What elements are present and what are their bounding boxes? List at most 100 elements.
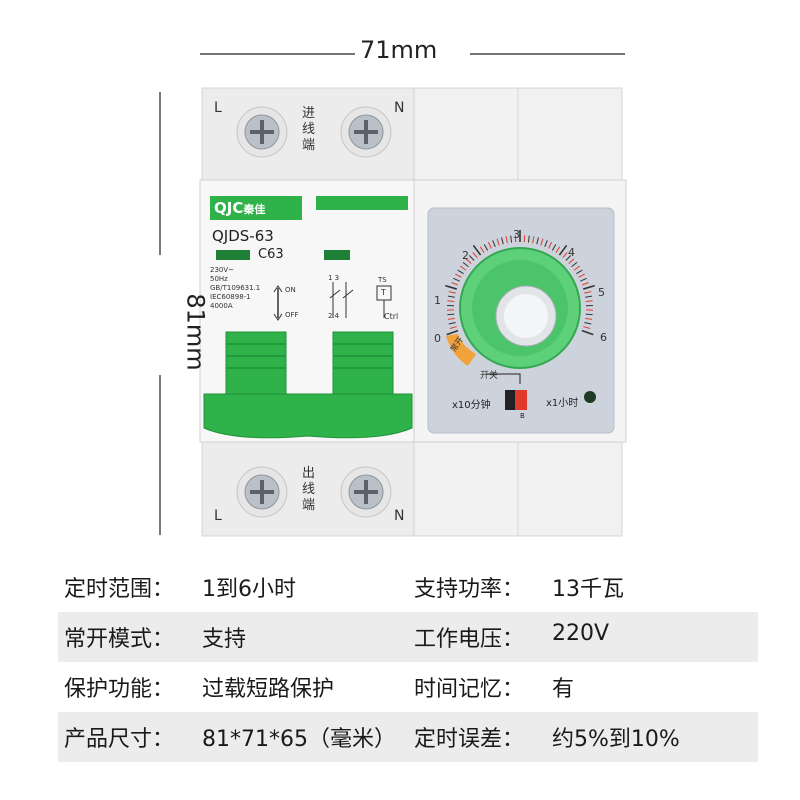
dial-tick — [584, 291, 592, 294]
dial-number-5: 5 — [598, 286, 605, 299]
dimension-height-label: 81mm — [181, 293, 210, 371]
dial-tick — [462, 262, 469, 268]
spec-key: 工作电压： — [414, 627, 525, 652]
timer-dial-knob[interactable] — [459, 247, 581, 369]
dial-tick — [573, 265, 581, 271]
mode-left-label: x10分钟 — [452, 400, 491, 411]
terminal-label-N-bottom: N — [394, 508, 405, 524]
dial-number-0: 0 — [434, 332, 441, 345]
terminal-label-N-top: N — [394, 100, 405, 116]
spec-value: 81*71*65（毫米） — [202, 727, 396, 752]
dial-tick — [548, 241, 553, 249]
spec-key: 定时范围： — [64, 577, 175, 602]
spec-key: 产品尺寸： — [64, 727, 175, 752]
dial-tick — [532, 236, 535, 244]
spec-row: 定时范围：1到6小时 支持功率：13千瓦 — [58, 562, 758, 612]
schematic-ctrl-label: Ctrl — [384, 312, 399, 321]
dial-scale — [445, 230, 595, 336]
dial-tick — [448, 291, 456, 294]
dial-tick — [576, 269, 583, 275]
dial-number-1: 1 — [434, 294, 441, 307]
dial-number-6: 6 — [600, 331, 607, 344]
spec-key: 时间记忆： — [414, 677, 525, 702]
dial-tick — [581, 329, 594, 336]
dial-tick — [447, 313, 455, 316]
dial-tick — [465, 258, 472, 264]
outgoing-terminal-label: 出线端 — [302, 466, 316, 513]
dial-tick — [551, 244, 557, 251]
toggle-handle-right[interactable] — [332, 331, 394, 395]
rating-label: C63 — [258, 247, 284, 262]
dial-tick — [536, 237, 539, 245]
spec-row: 保护功能： 过载短路保护 时间记忆： 有 — [58, 662, 758, 712]
terminal-label-L-bottom: L — [214, 508, 222, 524]
dial-tick — [483, 244, 489, 251]
dial-tick — [447, 295, 455, 298]
circuit-schematic — [273, 282, 392, 321]
schematic-ts-label: TS — [378, 276, 387, 284]
incoming-terminal-label: 进线端 — [302, 106, 316, 153]
terminal-label-L-top: L — [214, 100, 222, 116]
spec-row: 常开模式：支持 工作电压：220V — [58, 612, 758, 662]
switch-label: 开关 — [480, 371, 499, 381]
spec-key: 保护功能： — [64, 677, 175, 702]
spec-value: 1到6小时 — [202, 577, 296, 602]
dial-tick — [453, 277, 460, 282]
dial-tick — [505, 236, 508, 244]
dial-tick — [451, 282, 459, 286]
toggle-handle-left[interactable] — [225, 331, 287, 395]
dial-tick — [510, 235, 513, 243]
dial-tick — [555, 246, 561, 253]
dial-tick — [501, 237, 504, 245]
schematic-bottom-label: 2 4 — [328, 312, 340, 320]
screw-bottom-left — [236, 466, 288, 518]
dial-tick — [487, 241, 492, 249]
spec-value: 有 — [552, 677, 575, 702]
dial-tick — [455, 273, 462, 278]
dial-tick — [578, 273, 585, 278]
dimension-width-label: 71mm — [360, 36, 438, 64]
green-strip — [316, 196, 408, 210]
dial-tick — [583, 326, 591, 330]
dial-tick — [479, 246, 485, 253]
indicator-window-right — [324, 250, 350, 260]
model-number: QJDS-63 — [212, 227, 274, 245]
dial-tick — [446, 329, 459, 336]
spec-value: 过载短路保护 — [202, 677, 335, 702]
mode-right-label: x1小时 — [546, 398, 579, 409]
dial-tick — [585, 313, 593, 316]
dial-tick — [447, 300, 455, 302]
dial-tick — [496, 238, 500, 246]
dial-tick — [558, 244, 568, 256]
schematic-top-label: 1 3 — [328, 274, 340, 282]
mode-switch-slider[interactable] — [515, 390, 527, 410]
dial-tick — [585, 295, 593, 298]
indicator-window-left — [216, 250, 250, 260]
dial-tick — [582, 284, 595, 290]
dial-tick — [472, 252, 478, 259]
off-label: OFF — [285, 311, 299, 319]
dial-tick — [448, 321, 456, 325]
screw-top-left — [236, 106, 288, 158]
spec-value: 约5%到10% — [552, 727, 680, 752]
dial-tick — [527, 235, 530, 243]
spec-row: 产品尺寸：81*71*65（毫米） 定时误差：约5%到10% — [58, 712, 758, 762]
dial-tick — [445, 284, 458, 290]
dial-tick — [581, 282, 589, 286]
spec-key: 常开模式： — [64, 627, 175, 652]
brand-badge — [210, 196, 302, 220]
dial-tick — [540, 238, 544, 246]
dial-tick — [468, 255, 475, 261]
always-on-label: 常开 — [448, 335, 466, 354]
always-on-marker — [446, 334, 476, 366]
dial-tick — [585, 300, 593, 302]
dial-tick — [447, 317, 455, 320]
spec-value: 220V — [552, 621, 610, 646]
switch-pointer-line — [486, 373, 521, 384]
toggle-handle-bar[interactable] — [203, 393, 413, 439]
dial-number-4: 4 — [568, 246, 575, 259]
dial-tick — [472, 244, 482, 256]
brand-logo: QJC秦佳 — [214, 199, 266, 217]
